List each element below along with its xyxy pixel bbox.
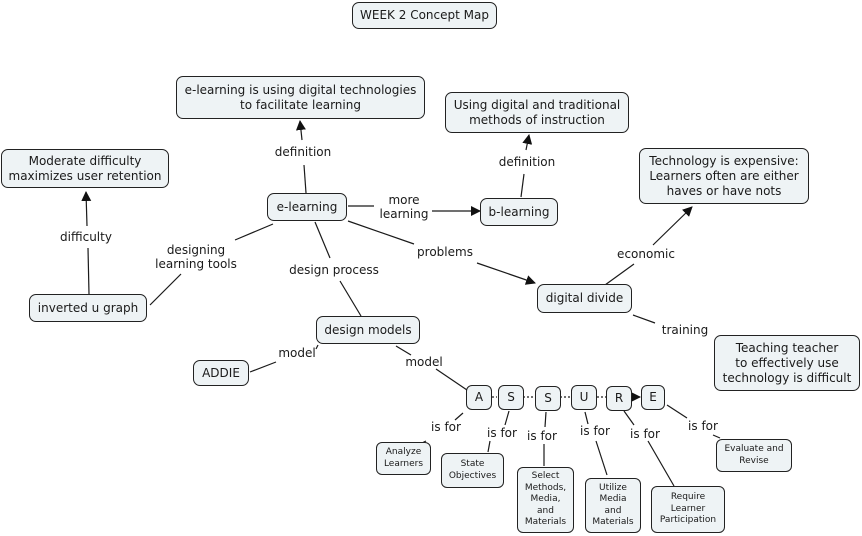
line-digital-economic [604,263,635,286]
link-label-definition-elearning: definition [274,145,332,159]
line-model2-a [435,368,468,391]
link-label-difficulty: difficulty [60,230,112,244]
line-elearning-definition [303,164,307,194]
node-teaching-teacher[interactable]: Teaching teacher to effectively use tech… [714,335,860,391]
link-label-model-addie: model [278,346,316,360]
node-assure-e[interactable]: E [641,385,665,410]
node-elearning[interactable]: e-learning [267,193,347,221]
node-addie[interactable]: ADDIE [193,360,249,386]
arrow-definition-blearning-def [522,134,533,151]
line-elearning-designing [234,223,274,241]
line-inverted-difficulty [87,247,90,295]
link-label-training: training [661,323,709,337]
node-blearning[interactable]: b-learning [480,198,558,226]
link-label-definition-blearning: definition [498,155,556,169]
node-state-objectives[interactable]: State Objectives [441,453,504,488]
node-technology-expensive[interactable]: Technology is expensive: Learners often … [639,148,809,204]
node-digital-divide[interactable]: digital divide [537,284,632,313]
link-label-more-learning: more learning [379,193,429,221]
line-designing-inverted [149,273,182,306]
node-analyze-learners[interactable]: Analyze Learners [376,442,431,475]
node-assure-s2[interactable]: S [535,386,561,411]
link-label-design-process: design process [289,263,379,277]
node-assure-r[interactable]: R [606,386,632,411]
node-assure-u[interactable]: U [571,385,597,410]
line-blearning-definition [520,173,525,198]
line-elearning-problems [347,220,415,245]
node-require-participation[interactable]: Require Learner Participation [651,486,725,533]
line-models-model2 [395,345,412,356]
link-label-is-for-r: is for [630,427,660,441]
link-label-is-for-s1: is for [487,426,517,440]
link-label-is-for-a: is for [431,420,461,434]
node-assure-s1[interactable]: S [498,385,524,410]
line-models-model1 [315,344,319,350]
node-design-models[interactable]: design models [316,316,420,344]
node-moderate-difficulty[interactable]: Moderate difficulty maximizes user reten… [1,149,169,188]
link-label-is-for-u: is for [580,424,610,438]
line-elearning-design-process [314,221,331,259]
arrow-problems-digital-divide [476,262,536,285]
node-select-methods[interactable]: Select Methods, Media, and Materials [517,467,574,533]
line-digital-training [632,314,656,324]
arrow-definition-elearning-def [295,120,306,141]
node-evaluate-revise[interactable]: Evaluate and Revise [716,439,792,472]
map-title[interactable]: WEEK 2 Concept Map [352,2,497,29]
node-blearning-definition[interactable]: Using digital and traditional methods of… [445,92,629,133]
link-label-problems: problems [417,245,473,259]
link-label-designing-learning-tools: designing learning tools [155,243,237,271]
node-utilize-media[interactable]: Utilize Media and Materials [585,478,641,533]
arrow-difficulty-moderate [81,191,92,227]
link-label-is-for-s2: is for [527,429,557,443]
node-elearning-definition[interactable]: e-learning is using digital technologies… [176,76,425,119]
link-label-economic: economic [617,247,675,261]
line-model1-addie [249,361,277,373]
line-design-process-models [339,280,362,317]
node-assure-a[interactable]: A [466,385,492,410]
node-inverted-u-graph[interactable]: inverted u graph [29,294,147,322]
link-label-is-for-e: is for [688,419,718,433]
link-label-model-assure: model [405,355,443,369]
arrow-economic-tech [652,206,693,246]
